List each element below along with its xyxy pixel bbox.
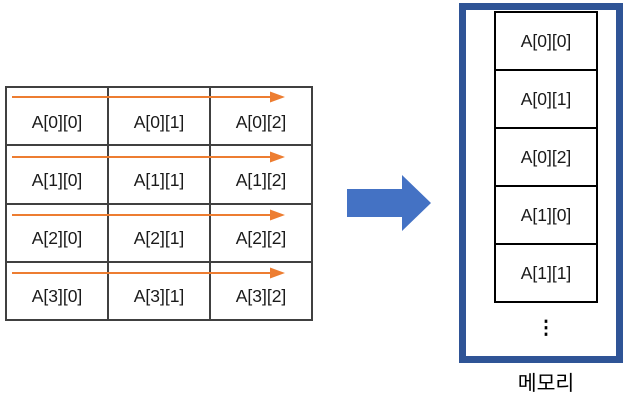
matrix-cell: A[3][1]: [108, 261, 210, 320]
memory-cell: A[1][1]: [494, 243, 598, 303]
matrix-cell: A[1][2]: [210, 145, 312, 204]
memory-continuation-ellipsis: ⋮: [536, 317, 556, 339]
block-arrow-shape: [347, 175, 431, 231]
matrix-cell: A[3][0]: [6, 261, 108, 320]
memory-cell: A[0][0]: [494, 11, 598, 71]
right-block-arrow-icon: [347, 175, 431, 231]
memory-label: 메모리: [517, 372, 575, 395]
matrix-cell: A[2][2]: [210, 203, 312, 262]
memory-stack: A[0][0] A[0][1] A[0][2] A[1][0] A[1][1]: [494, 11, 598, 303]
matrix-cell: A[3][2]: [210, 261, 312, 320]
matrix-cell: A[2][0]: [6, 203, 108, 262]
memory-cell: A[1][0]: [494, 185, 598, 245]
matrix-cell: A[0][2]: [210, 87, 312, 146]
matrix-table: A[0][0] A[0][1] A[0][2] A[1][0] A[1][1] …: [5, 86, 313, 321]
memory-cell: A[0][1]: [494, 69, 598, 129]
matrix-cell: A[0][0]: [6, 87, 108, 146]
matrix-cell: A[1][0]: [6, 145, 108, 204]
matrix-cell: A[0][1]: [108, 87, 210, 146]
memory-cell: A[0][2]: [494, 127, 598, 187]
matrix-cell: A[2][1]: [108, 203, 210, 262]
matrix-cell: A[1][1]: [108, 145, 210, 204]
